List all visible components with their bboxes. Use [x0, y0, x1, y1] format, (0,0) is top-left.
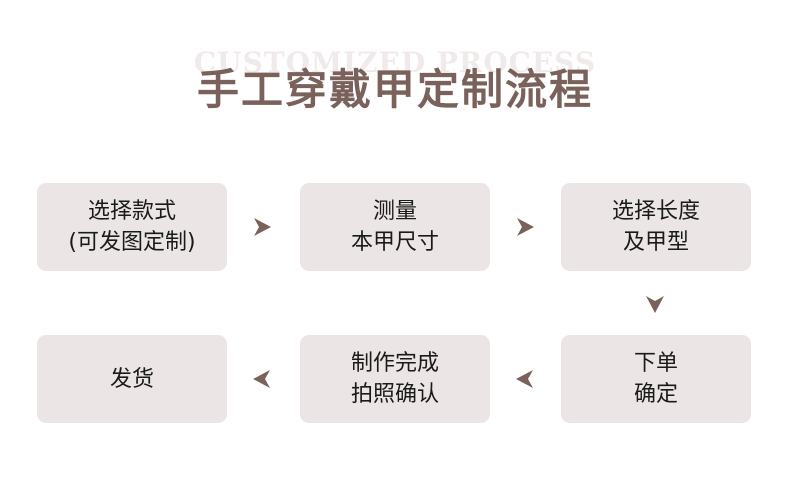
step-label: 选择款式	[87, 199, 176, 224]
step-sublabel: 拍照确认	[350, 382, 439, 407]
caret-right-icon	[517, 218, 534, 236]
subtitle-watermark: CUSTOMIZED PROCESS	[193, 46, 597, 79]
caret-down-icon	[646, 296, 664, 313]
step-sublabel: 及甲型	[622, 230, 689, 255]
step-card-place-order: 下单 确定	[561, 335, 751, 423]
caret-left-icon	[516, 370, 533, 388]
step-sublabel: (可发图定制)	[68, 230, 196, 255]
step-label: 测量	[372, 199, 417, 224]
page-title: 手工穿戴甲定制流程	[196, 65, 593, 114]
step-card-measure: 测量 本甲尺寸	[300, 183, 490, 271]
step-label: 下单	[633, 351, 678, 376]
step-card-shipping: 发货	[37, 335, 227, 423]
step-label: 制作完成	[350, 351, 439, 376]
step-label: 发货	[109, 366, 154, 392]
step-sublabel: 本甲尺寸	[350, 230, 439, 255]
step-card-production-confirm: 制作完成 拍照确认	[300, 335, 490, 423]
step-label: 选择长度	[611, 199, 700, 224]
step-card-select-length: 选择长度 及甲型	[561, 183, 751, 271]
caret-left-icon	[253, 370, 270, 388]
caret-right-icon	[254, 218, 271, 236]
step-sublabel: 确定	[633, 382, 678, 407]
step-card-select-style: 选择款式 (可发图定制)	[37, 183, 227, 271]
